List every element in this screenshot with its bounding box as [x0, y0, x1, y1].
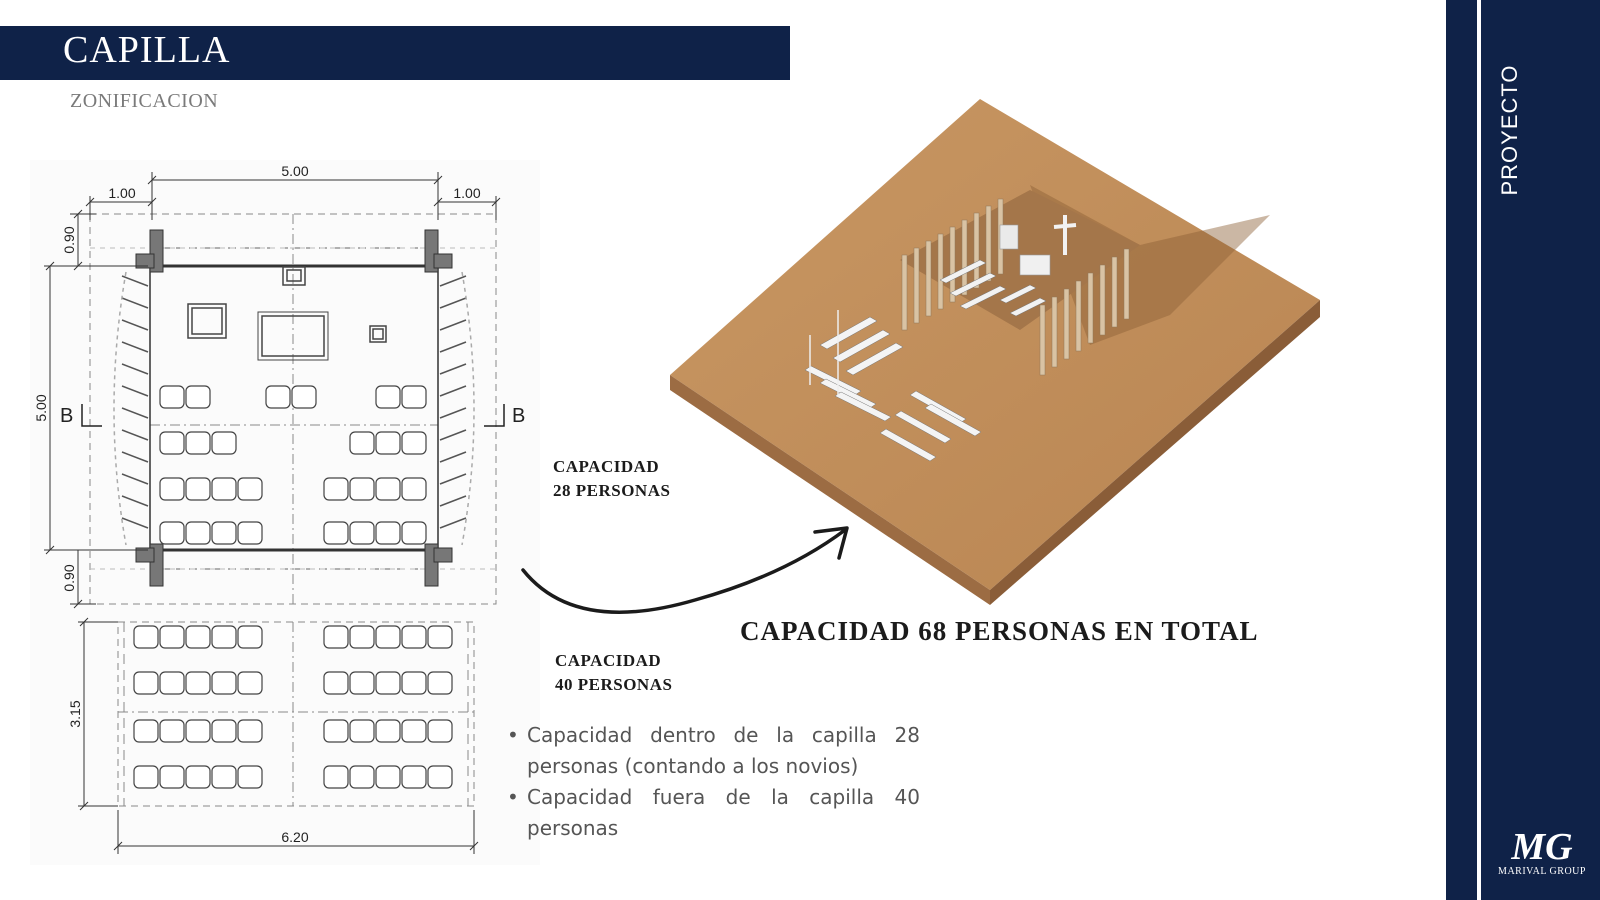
isometric-render: [670, 99, 1320, 605]
dim-left-top: 0.90: [61, 226, 77, 253]
dim-left-bottom: 0.90: [61, 564, 77, 591]
interior-benches: [939, 259, 1047, 317]
page-title: CAPILLA: [63, 29, 231, 71]
exterior-dashed-outline: [117, 621, 475, 807]
dim-bottom-total: 6.20: [281, 829, 308, 845]
dim-left-exterior: 3.15: [67, 700, 83, 727]
logo-text: MARIVAL GROUP: [1498, 866, 1586, 877]
outside-capacity-label: CAPACIDAD 40 PERSONAS: [555, 649, 672, 697]
inside-capacity-line1: CAPACIDAD: [553, 457, 660, 476]
chapel-slat-wall-right: [1039, 248, 1130, 376]
list-item: Capacidad dentro de la capilla 28 person…: [505, 720, 920, 782]
columns: [135, 229, 453, 587]
outside-capacity-line2: 40 PERSONAS: [555, 675, 673, 694]
arrow-icon: [521, 526, 849, 614]
outside-capacity-line1: CAPACIDAD: [555, 651, 662, 670]
dim-top-right: 1.00: [453, 185, 480, 201]
altar-chair: [999, 224, 1019, 250]
right-louvers: [439, 271, 475, 546]
logo-mark: MG: [1511, 826, 1573, 868]
base-side-left: [670, 375, 990, 605]
section-mark-right: B: [512, 405, 525, 427]
exterior-benches: [804, 316, 982, 462]
inside-capacity-label: CAPACIDAD 28 PERSONAS: [553, 455, 670, 503]
section-mark-left: B: [60, 405, 73, 427]
inside-capacity-line2: 28 PERSONAS: [553, 481, 671, 500]
title-bar: [0, 26, 790, 80]
base-top: [670, 99, 1320, 590]
plan-background: [30, 160, 540, 865]
floor-plan: B B 5.00 1.00 1.00 0.90 5.00 0.90 3.15 6…: [30, 160, 540, 865]
sidebar-divider: [1477, 0, 1481, 900]
total-capacity-label: CAPACIDAD 68 PERSONAS EN TOTAL: [740, 616, 1259, 646]
section-marks: [81, 404, 505, 427]
logo: MG MARIVAL GROUP: [1490, 828, 1594, 884]
sidebar: [1446, 0, 1600, 900]
left-louvers: [113, 271, 149, 546]
capacity-notes: Capacidad dentro de la capilla 28 person…: [505, 720, 920, 844]
page-subtitle: ZONIFICACION: [70, 90, 219, 112]
exterior-chairs: [133, 625, 453, 789]
dim-left-mid: 5.00: [33, 394, 49, 421]
sidebar-label: PROYECTO: [1480, 60, 1540, 200]
list-item: Capacidad fuera de la capilla 40 persona…: [505, 782, 920, 844]
interior-chairs: [159, 385, 427, 545]
cross-icon: [1053, 215, 1077, 255]
dimension-lines: [44, 172, 501, 854]
dim-top-total: 5.00: [281, 163, 308, 179]
altar-furniture: [187, 266, 387, 361]
altar-table: [1019, 254, 1051, 276]
sidebar-label-text: PROYECTO: [1497, 64, 1522, 196]
base-side-right: [990, 300, 1320, 605]
dim-top-left: 1.00: [108, 185, 135, 201]
